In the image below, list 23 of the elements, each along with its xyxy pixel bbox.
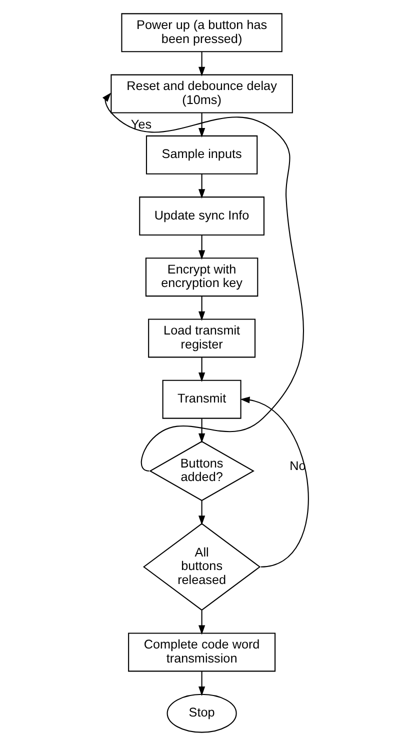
node-box: Complete code word transmission [128,632,276,672]
node-diamond: All buttons released [142,522,261,610]
arrow [198,173,206,198]
arrow [198,418,206,442]
node-box: Update sync Info [139,196,264,235]
arrow [198,500,206,525]
edge-label: Yes [130,117,152,132]
node-box: Transmit [162,379,242,418]
arrow [198,234,206,260]
node-diamond: Buttons added? [149,440,254,501]
node-box: Reset and debounce delay (10ms) [110,74,293,113]
arrow [198,356,206,382]
node-box: Power up (a button has been pressed) [121,12,282,52]
node-ellipse: Stop [166,693,237,732]
node-box: Encrypt with encryption key [145,257,258,296]
arrow [198,112,206,138]
arrow [198,670,206,696]
arrow [198,610,206,634]
node-box: Load transmit register [148,318,256,358]
arrow [198,296,206,320]
arrow [240,396,309,567]
node-box: Sample inputs [146,134,258,174]
arrow [198,51,206,76]
